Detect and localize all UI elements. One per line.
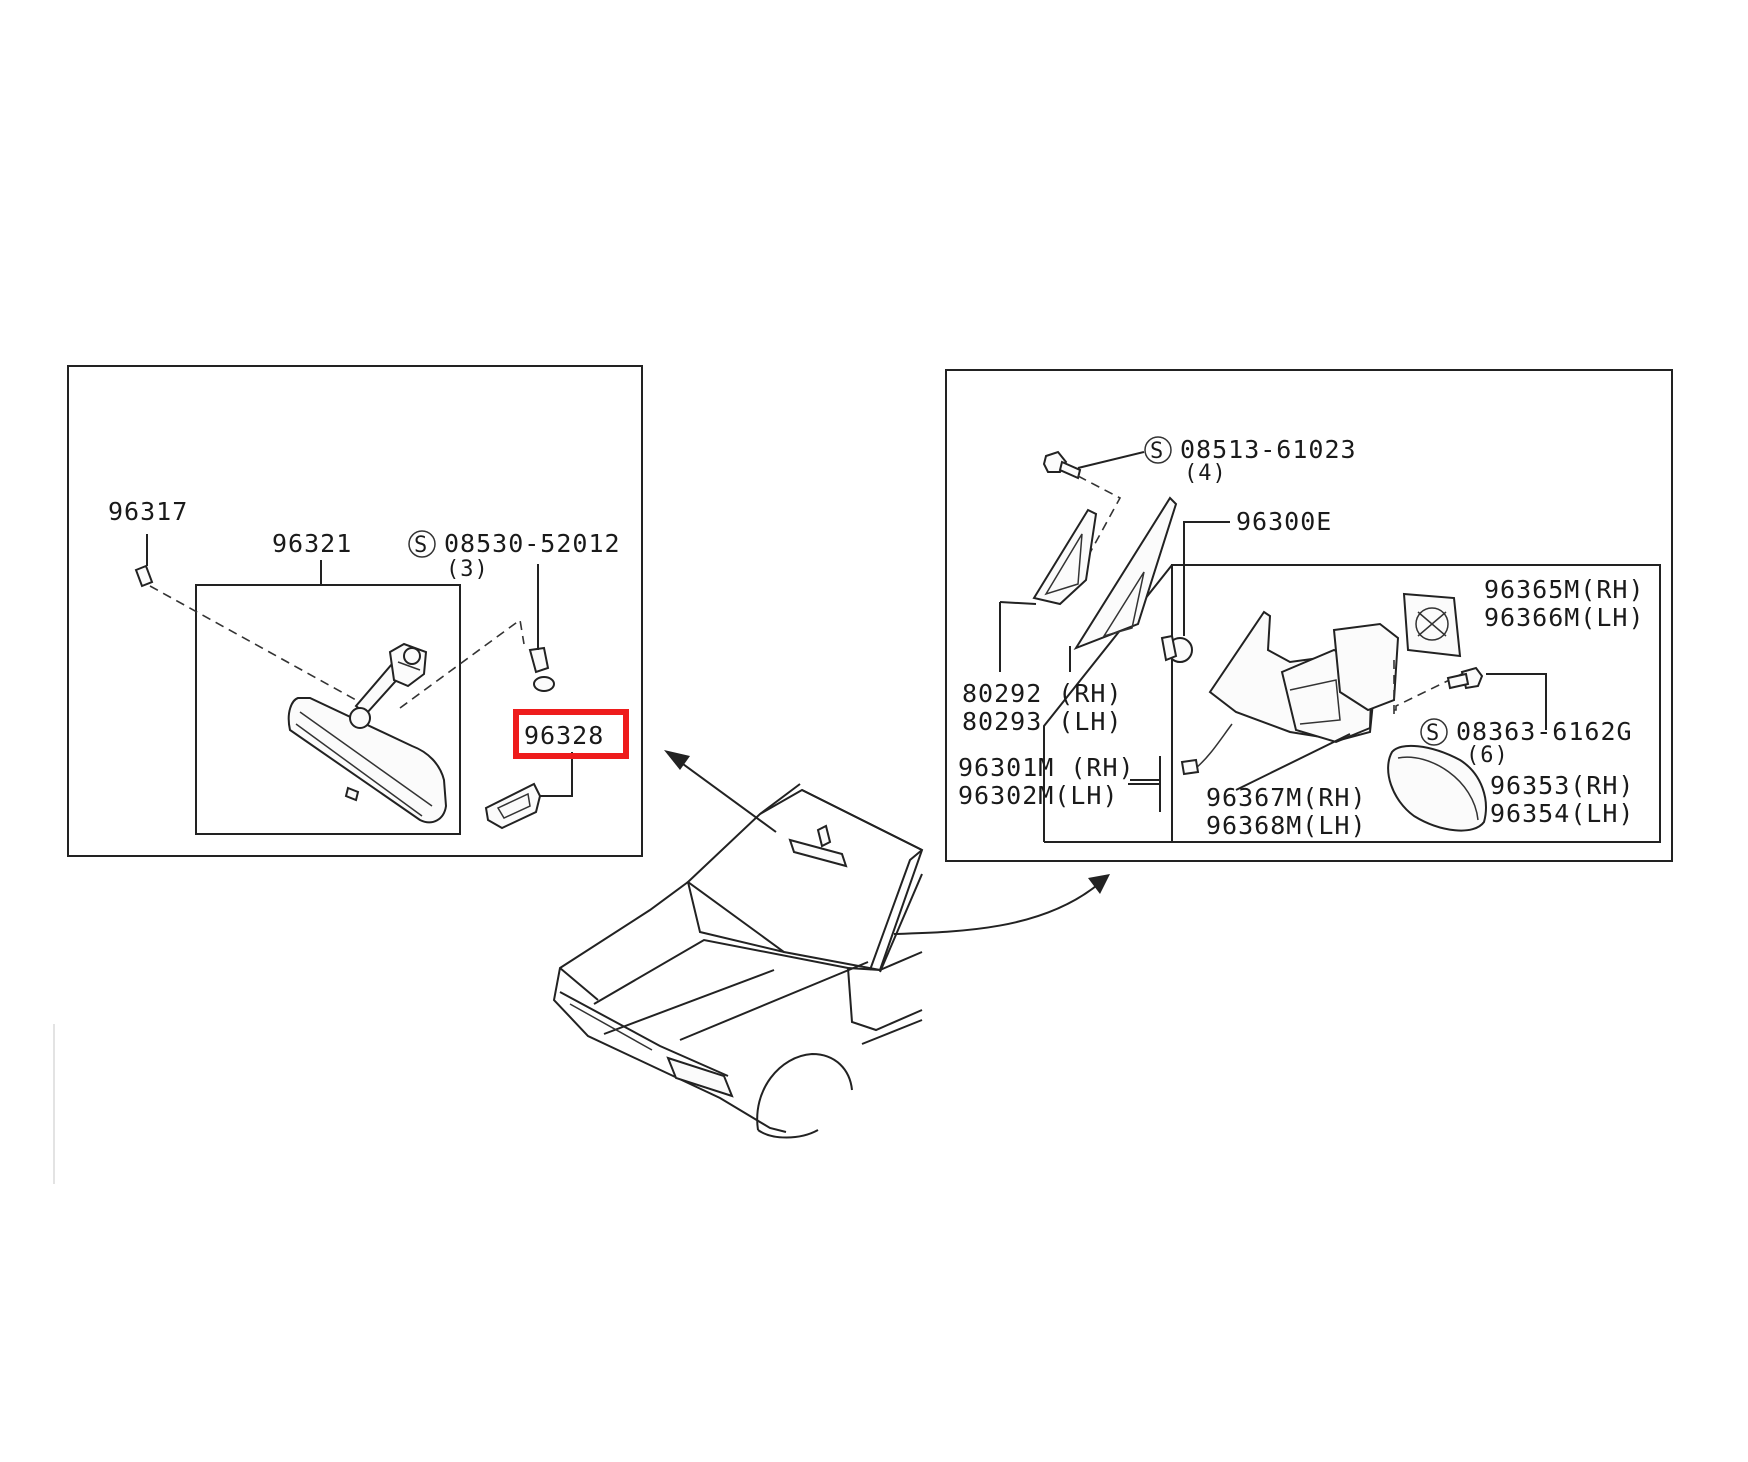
- label-96365m: 96365M(RH): [1484, 575, 1645, 604]
- label-96367m: 96367M(RH): [1206, 783, 1367, 812]
- standard-part-symbol: [1144, 436, 1172, 464]
- arrow-to-right-panel: [893, 885, 1097, 935]
- right-panel-frame: [945, 369, 1673, 862]
- cover-96328-part: [484, 752, 573, 830]
- arrow-to-left-panel: [671, 755, 777, 833]
- right-panel: S 08513-61023 (4) 96300E 96365M(RH) 9636…: [945, 369, 1673, 862]
- car-illustration: [552, 783, 924, 1139]
- glass-dashed-leader: [1394, 669, 1471, 711]
- left-panel: 96317 96321 S 08530-52012 (3) 96328: [67, 365, 643, 857]
- label-96300e: 96300E: [1236, 507, 1332, 536]
- mirror-cover-96353-part: [1387, 744, 1487, 832]
- left-panel-frame: [67, 365, 643, 857]
- label-96353: 96353(RH): [1490, 771, 1634, 800]
- leader-96301m-bracket: [1128, 756, 1161, 812]
- label-96354: 96354(LH): [1490, 799, 1634, 828]
- clip-96300e-part: [1160, 521, 1230, 663]
- label-80292: 80292 (RH): [962, 679, 1123, 708]
- highlight-box-96328: [513, 709, 629, 759]
- rearview-mirror-part: [287, 642, 448, 824]
- leader-96367m: [1235, 733, 1351, 791]
- arrowhead-right: [1088, 874, 1110, 894]
- door-mirror-housing-part: [1180, 610, 1400, 776]
- label-96317: 96317: [108, 497, 188, 526]
- label-96321: 96321: [272, 529, 352, 558]
- screw-dashed-leader: [399, 618, 525, 709]
- label-96366m: 96366M(LH): [1484, 603, 1645, 632]
- mirror-sub-assembly-box: [1171, 564, 1661, 843]
- standard-part-symbol: [1420, 718, 1448, 746]
- label-08363-6162g: 08363-6162G: [1456, 717, 1633, 746]
- standard-part-symbol-letter: S: [1150, 439, 1164, 464]
- mirror-glass-96365m-part: [1402, 592, 1462, 658]
- leader-80292-tick: [999, 601, 1037, 605]
- clip-dashed-leader: [149, 585, 357, 701]
- bolt-dashed-leader: [1077, 475, 1122, 561]
- standard-part-symbol: [408, 530, 436, 558]
- screw-08530-52012-part: [528, 564, 555, 692]
- label-96301m: 96301M (RH): [958, 753, 1135, 782]
- clip-96317-part: [134, 534, 154, 588]
- windshield-mirror-detail: [788, 824, 848, 868]
- label-96328: 96328: [524, 721, 604, 750]
- bolt-08513-61023-part: [1042, 450, 1145, 480]
- label-bolt-qty: (4): [1184, 461, 1227, 486]
- arrowhead-left: [664, 750, 690, 770]
- standard-part-symbol-letter: S: [414, 533, 428, 558]
- label-96368m: 96368M(LH): [1206, 811, 1367, 840]
- callout-arrows: [664, 750, 1110, 935]
- label-96302m: 96302M(LH): [958, 781, 1119, 810]
- screw-08363-6162g-part: [1446, 666, 1547, 730]
- standard-part-symbol-letter: S: [1426, 721, 1440, 746]
- mirror-assembly-box: [195, 584, 461, 835]
- label-80293: 80293 (LH): [962, 707, 1123, 736]
- label-screw-qty: (3): [446, 557, 489, 582]
- label-screw-qty: (6): [1466, 743, 1509, 768]
- corner-garnish-part: [1032, 496, 1178, 651]
- label-08530-52012: 08530-52012: [444, 529, 621, 558]
- label-08513-61023: 08513-61023: [1180, 435, 1357, 464]
